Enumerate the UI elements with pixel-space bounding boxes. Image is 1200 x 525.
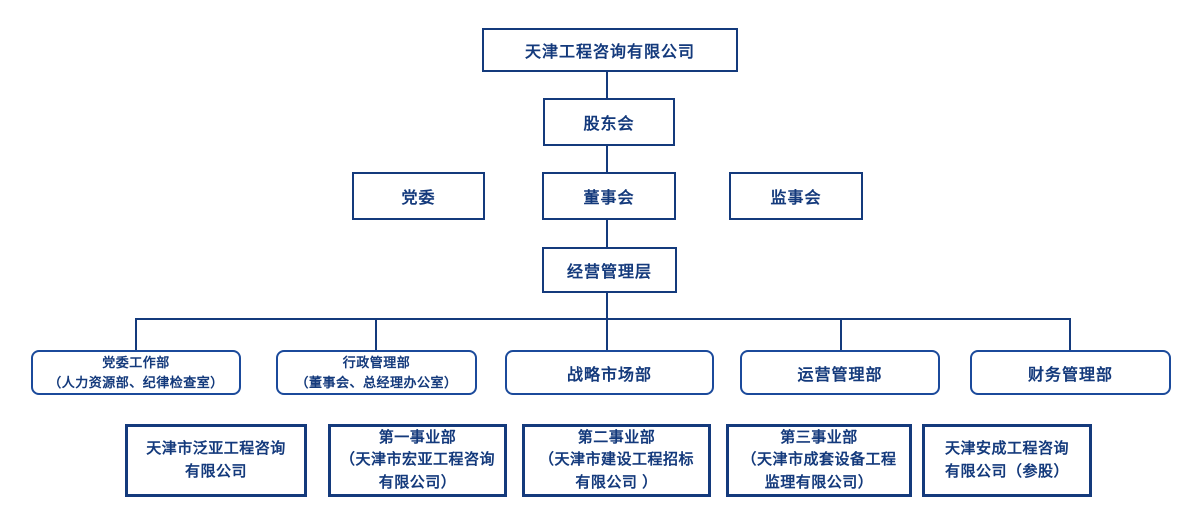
connector-drop-dept-2 [375, 318, 377, 350]
connector-shareholders-board [606, 146, 608, 172]
connector-distribution-line [135, 318, 1071, 320]
org-node-subsidiary-division-3: 第三事业部 （天津市成套设备工程 监理有限公司） [726, 424, 912, 497]
node-label: 经营管理层 [566, 264, 652, 281]
node-label: 监事会 [770, 190, 822, 207]
node-label: 党委 [401, 190, 436, 207]
connector-root-shareholders [606, 72, 608, 98]
org-node-department-party-work: 党委工作部 （人力资源部、纪律检查室） [31, 350, 241, 395]
node-label: 财务管理部 [1027, 366, 1113, 384]
org-node-department-operations: 运营管理部 [740, 350, 940, 395]
node-label: 天津工程咨询有限公司 [524, 44, 695, 61]
org-node-subsidiary-fanya: 天津市泛亚工程咨询 有限公司 [125, 424, 307, 497]
node-label: 股东会 [583, 116, 635, 133]
connector-drop-dept-1 [135, 318, 137, 350]
node-sublabel: 有限公司（参股） [944, 462, 1069, 480]
connector-drop-dept-3 [606, 318, 608, 350]
node-sublabel: 有限公司 [184, 462, 247, 480]
node-label: 董事会 [583, 190, 635, 207]
connector-drop-dept-4 [840, 318, 842, 350]
node-label: 战略市场部 [566, 366, 652, 384]
connector-board-management [606, 220, 608, 247]
node-label: 第三事业部 [780, 429, 858, 447]
node-label: 运营管理部 [797, 366, 883, 384]
node-label: 天津安成工程咨询 [944, 440, 1069, 458]
node-sublabel: （天津市成套设备工程 [741, 451, 897, 469]
connector-management-branch [606, 293, 608, 320]
org-node-subsidiary-division-2: 第二事业部 （天津市建设工程招标 有限公司 ） [522, 424, 711, 497]
node-sublabel: （天津市宏亚工程咨询 [339, 451, 495, 469]
org-node-department-administration: 行政管理部 （董事会、总经理办公室） [276, 350, 477, 395]
node-sublabel: 有限公司） [378, 473, 457, 491]
org-node-party-committee: 党委 [352, 172, 485, 220]
node-sublabel: 监理有限公司） [764, 473, 874, 491]
node-sublabel: （人力资源部、纪律检查室） [48, 374, 224, 390]
org-node-subsidiary-ancheng: 天津安成工程咨询 有限公司（参股） [922, 424, 1092, 497]
org-node-supervisory-board: 监事会 [729, 172, 863, 220]
node-label: 第一事业部 [378, 429, 457, 447]
org-node-department-finance: 财务管理部 [970, 350, 1171, 395]
org-node-shareholders: 股东会 [543, 98, 675, 146]
node-label: 党委工作部 [102, 355, 170, 370]
org-node-board: 董事会 [542, 172, 676, 220]
connector-drop-dept-5 [1069, 318, 1071, 350]
org-node-department-strategy-market: 战略市场部 [505, 350, 714, 395]
node-label: 第二事业部 [577, 429, 656, 447]
node-sublabel: （天津市建设工程招标 [538, 451, 694, 469]
node-sublabel: 有限公司 ） [575, 473, 658, 491]
org-node-root: 天津工程咨询有限公司 [482, 28, 738, 72]
node-label: 行政管理部 [342, 355, 411, 370]
org-node-subsidiary-division-1: 第一事业部 （天津市宏亚工程咨询 有限公司） [328, 424, 507, 497]
org-node-management: 经营管理层 [542, 247, 677, 293]
node-label: 天津市泛亚工程咨询 [146, 440, 286, 458]
node-sublabel: （董事会、总经理办公室） [295, 374, 458, 390]
